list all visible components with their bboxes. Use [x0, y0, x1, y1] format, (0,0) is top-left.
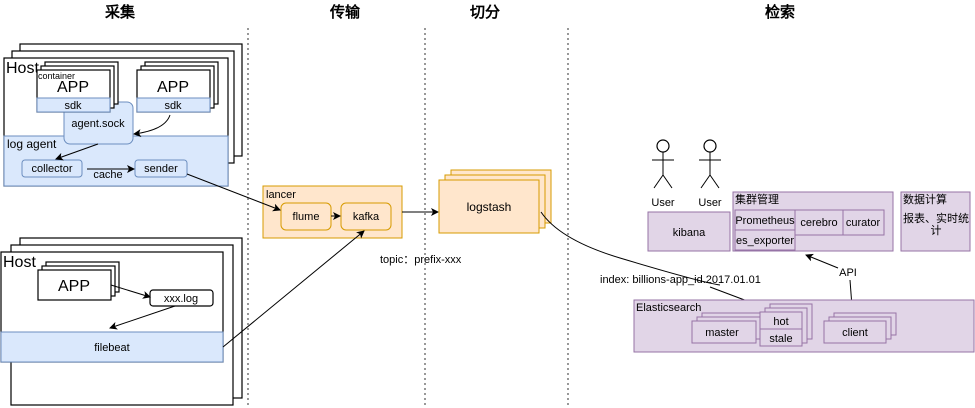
data-compute: 数据计算 报表、实时统 计 — [900, 191, 971, 252]
filebeat-to-kafka-arrow — [222, 230, 365, 348]
user-2: User — [698, 139, 722, 209]
section-transport: 传输 — [329, 3, 361, 21]
filebeat-box — [0, 331, 224, 363]
xxx-log-label: xxx.log — [164, 293, 198, 305]
logstash-label: logstash — [467, 200, 512, 214]
host-label: Host — [3, 254, 36, 271]
app-box — [37, 269, 112, 301]
app-label: APP — [157, 79, 189, 96]
user-icon — [703, 139, 717, 153]
host-2: Host APP xxx.log filebeat — [0, 237, 243, 406]
log-agent-label: log agent — [7, 137, 57, 151]
cluster-management: 集群管理 Prometheus cerebro curator es_expor… — [732, 191, 894, 252]
master-label: master — [705, 327, 739, 339]
logstash: logstash — [438, 169, 552, 234]
data-compute-desc: 报表、实时统 — [903, 211, 969, 225]
user-label: User — [651, 197, 675, 209]
sdk-label: sdk — [164, 100, 182, 112]
lancer: lancer flume kafka — [262, 185, 403, 239]
data-compute-desc-2: 计 — [931, 224, 942, 237]
cache-label: cache — [93, 169, 122, 181]
elasticsearch-title: Elasticsearch — [636, 302, 701, 314]
user-icon — [656, 139, 670, 153]
section-split: 切分 — [470, 4, 500, 21]
kafka-box — [340, 202, 392, 231]
prometheus-label: Prometheus — [735, 215, 795, 227]
es-exporter-label: es_exporter — [736, 235, 794, 247]
cerebro-label: cerebro — [800, 217, 837, 229]
lancer-label: lancer — [266, 189, 296, 201]
app-label: APP — [57, 79, 89, 96]
sender-to-flume-arrow — [186, 173, 281, 212]
filebeat-label: filebeat — [94, 342, 129, 354]
kibana-box — [647, 211, 731, 252]
client-label: client — [842, 327, 868, 339]
host-label: Host — [6, 60, 39, 77]
kibana-label: kibana — [673, 227, 706, 239]
logstash-box — [438, 179, 540, 234]
container-label: container — [38, 71, 75, 81]
index-label: index: billions-app_id.2017.01.01 — [600, 274, 761, 286]
agent-sock-label: agent.sock — [71, 118, 125, 130]
sdk-label: sdk — [64, 100, 82, 112]
elasticsearch: Elasticsearch master hot stale client — [633, 299, 975, 353]
collector-label: collector — [32, 163, 73, 175]
topic-label: topic：prefix-xxx — [380, 254, 462, 266]
user-label: User — [698, 197, 722, 209]
user-1: User — [651, 139, 675, 209]
flume-label: flume — [293, 211, 320, 223]
data-compute-title: 数据计算 — [903, 192, 947, 206]
curator-label: curator — [846, 217, 881, 229]
hot-label: hot — [773, 316, 788, 328]
kafka-label: kafka — [353, 211, 380, 223]
app-label: APP — [58, 278, 90, 295]
sender-label: sender — [144, 163, 178, 175]
section-collect: 采集 — [104, 3, 136, 21]
logstash-to-es-line — [540, 211, 721, 286]
sender-box — [134, 159, 188, 178]
stale-label: stale — [769, 333, 792, 345]
section-search: 检索 — [765, 3, 795, 21]
collector-box — [21, 159, 83, 178]
cluster-mgmt-title: 集群管理 — [735, 192, 779, 206]
api-label: API — [839, 267, 857, 279]
api-to-cluster-arrow — [805, 253, 839, 269]
host-1: Host log agent agent.sock container APP … — [3, 43, 243, 187]
